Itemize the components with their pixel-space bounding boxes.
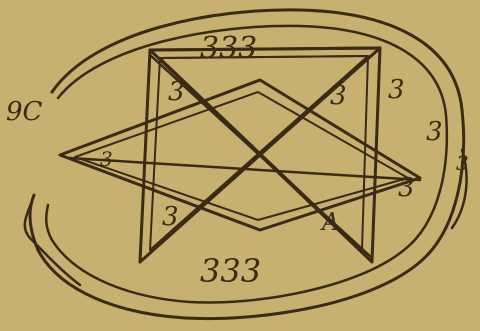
mark-bottom-row: 333 [200,252,261,290]
mark-bottom-right-inner: A [320,208,339,236]
mark-top-left-inner: 3 [168,77,185,107]
mark-outside-right: 3 [426,117,443,147]
mark-bottom-left-inner: 3 [162,202,179,232]
mark-left-point: 3 [100,147,113,171]
mark-right-point: 3 [398,173,415,203]
mark-top-right-inner: 3 [330,81,347,111]
mark-outside-right-lower: 3 [456,151,469,175]
mark-outside-left: 9C [6,97,43,127]
mark-top-row: 333 [200,31,257,66]
mark-top-right-outer: 3 [388,75,405,105]
